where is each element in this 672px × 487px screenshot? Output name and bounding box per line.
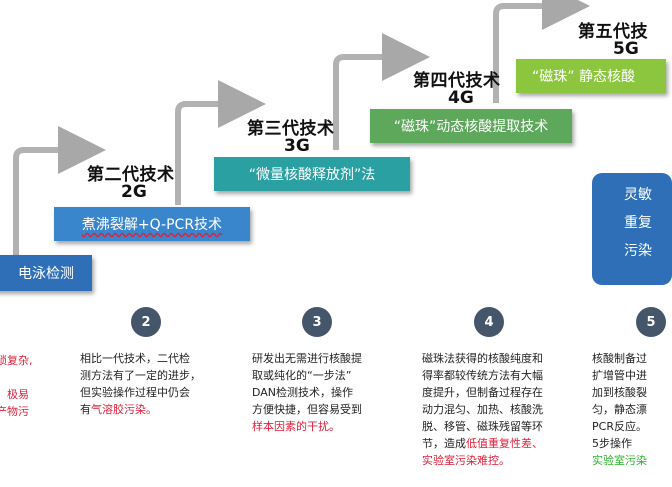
- step2-description: 相比一代技术，二代检 测方法有了一定的进步， 但实验操作过程中仍会 有气溶胶污染…: [80, 350, 201, 418]
- step4-line-4: 动力混匀、加热、核酸洗: [422, 403, 543, 416]
- gen4-tech-label: “磁珠”动态核酸提取技术: [393, 119, 549, 135]
- step4-description: 磁珠法获得的核酸纯度和 得率都较传统方法有大幅 度提升，但制备过程存在 动力混匀…: [422, 350, 543, 469]
- step4-highlight-2: 实验室污染难控。: [422, 454, 510, 467]
- side-box-line-3: 污染: [624, 243, 652, 259]
- arrow-4-to-5: [493, 0, 590, 103]
- step1-line-1: 琐复杂,: [0, 354, 33, 367]
- gen4-label: 4G: [448, 88, 474, 108]
- gen2-label: 2G: [121, 182, 147, 202]
- step5-line-2: 扩增管中进: [592, 369, 647, 382]
- gen1-tech-label: 电泳检测: [18, 266, 74, 282]
- step2-line-1: 相比一代技术，二代检: [80, 352, 190, 365]
- step2-line-4a: 有: [80, 403, 91, 416]
- step4-line-6a: 节，造成: [422, 437, 466, 450]
- step4-line-1: 磁珠法获得的核酸纯度和: [422, 352, 543, 365]
- gen2-title: 第二代技术: [87, 165, 175, 185]
- arrow-3-to-4: [333, 33, 430, 150]
- step-circle-2: 2: [131, 307, 161, 337]
- gen1-tech-box: 电泳检测: [0, 255, 92, 291]
- step2-highlight: 气溶胶污染。: [91, 403, 157, 416]
- step5-line-1: 核酸制备过: [592, 352, 647, 365]
- step3-line-4: 方便快捷，但容易受到: [252, 403, 362, 416]
- gen3-tech-label: “微量核酸释放剂”法: [248, 167, 376, 183]
- gen3-title: 第三代技术: [247, 119, 335, 139]
- gen4-title: 第四代技术: [413, 71, 501, 91]
- step-circle-5: 5: [636, 307, 666, 337]
- step2-line-2: 测方法有了一定的进步，: [80, 369, 201, 382]
- gen5-tech-box: “磁珠” 静态核酸: [516, 59, 666, 93]
- gen4-tech-box: “磁珠”动态核酸提取技术: [370, 109, 572, 143]
- side-box-line-2: 重复: [624, 215, 652, 231]
- arrow-2-to-3: [175, 80, 266, 205]
- gen2-tech-box: 煮沸裂解+Q-PCR技术: [54, 207, 250, 241]
- step5-line-4: 匀，静态漂: [592, 403, 647, 416]
- step4-line-3: 度提升，但制备过程存在: [422, 386, 543, 399]
- gen3-tech-box: “微量核酸释放剂”法: [214, 157, 410, 191]
- step-circle-4: 4: [474, 307, 504, 337]
- step5-highlight: 实验室污染: [592, 454, 647, 467]
- arrow-1-to-2: [13, 126, 106, 255]
- step3-highlight: 样本因素的干扰。: [252, 420, 340, 433]
- step1-description: 琐复杂, ，极易 产物污: [0, 352, 33, 420]
- gen3-label: 3G: [284, 136, 310, 156]
- step-circle-3: 3: [302, 307, 332, 337]
- gen2-tech-label: 煮沸裂解+Q-PCR技术: [81, 217, 223, 233]
- side-box-line-1: 灵敏: [624, 187, 652, 203]
- gen5-tech-label: “磁珠” 静态核酸: [532, 69, 635, 85]
- gen5-label: 5G: [613, 39, 639, 59]
- step4-highlight-1: 低值重复性差、: [466, 437, 543, 450]
- step4-line-6: 节，造成低值重复性差、: [422, 435, 543, 452]
- staircase-arrows: [13, 0, 590, 255]
- step5-line-3: 加到核酸裂: [592, 386, 647, 399]
- step5-line-5: PCR反应。: [592, 420, 647, 433]
- step1-line-3: 产物污: [0, 405, 29, 418]
- step4-line-2: 得率都较传统方法有大幅: [422, 369, 543, 382]
- gen5-title: 第五代技: [578, 22, 648, 42]
- step2-line-4: 有气溶胶污染。: [80, 401, 201, 418]
- step4-line-5: 脱、移管、磁珠残留等环: [422, 420, 543, 433]
- step2-line-3: 但实验操作过程中仍会: [80, 386, 190, 399]
- step5-description: 核酸制备过 扩增管中进 加到核酸裂 匀，静态漂 PCR反应。 5步操作 实验室污…: [592, 350, 647, 469]
- step3-line-1: 研发出无需进行核酸提: [252, 352, 362, 365]
- step5-line-6: 5步操作: [592, 437, 632, 450]
- step3-line-2: 取或纯化的“一步法”: [252, 369, 352, 382]
- step1-line-2: ，极易: [0, 388, 29, 401]
- step3-description: 研发出无需进行核酸提 取或纯化的“一步法” DAN检测技术，操作 方便快捷，但容…: [252, 350, 362, 435]
- step3-line-3: DAN检测技术，操作: [252, 386, 354, 399]
- side-feature-box: 灵敏 重复 污染: [592, 173, 672, 285]
